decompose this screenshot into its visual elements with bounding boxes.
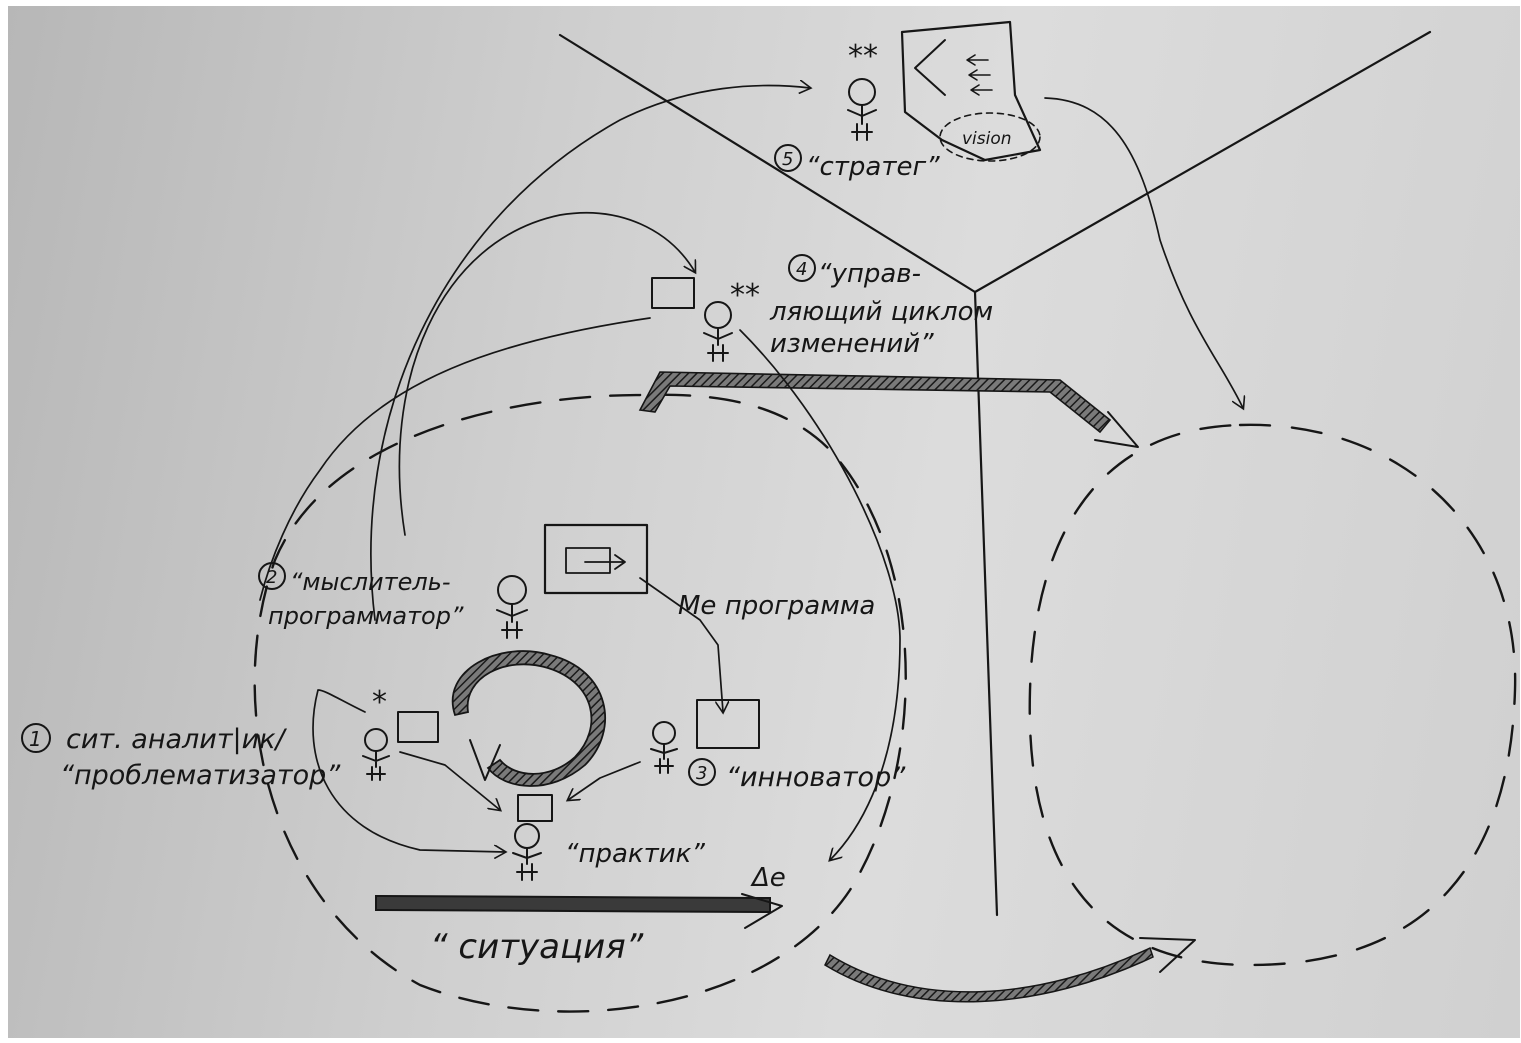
figure-thinker [496,575,528,639]
figure-change-manager [703,301,733,362]
change-manager-label-line3: изменений” [770,329,934,359]
analyst-label-line2: “проблематизатор” [60,760,341,791]
strategist-stars: ** [848,39,878,74]
situation-label: “ ситуация” [430,927,644,967]
program-label: Ме программа [678,591,875,621]
hatched-arrows [375,371,1196,1003]
paper-background [8,6,1520,1038]
current-situation-dashed-loop [253,393,907,1013]
analyst-stars: * [372,685,387,720]
delta-label: Δe [750,863,786,893]
strategist-number: 5 [782,149,793,170]
thinker-number: 2 [266,567,277,588]
future-situation-dashed-loop [1028,423,1517,967]
number-circles [21,144,816,786]
innovator-number: 3 [696,763,707,784]
innovator-label: “инноватор” [726,762,906,793]
cycle-arrow [451,650,606,787]
program-box-outer [543,523,649,595]
analyst-label-line1: сит. аналит|ик/ [66,724,288,755]
figure-strategist [847,78,877,141]
vision-label: vision [962,129,1012,149]
change-manager-label-line2: ляющий циклом [769,297,993,327]
practitioner-label: “практик” [565,839,705,869]
figure-analyst [362,728,390,781]
figure-practitioner [512,823,542,881]
change-manager-stars: ** [730,278,760,313]
change-manager-label-line1: “управ- [818,259,921,289]
screens [397,20,1042,822]
thinker-label-line2: программатор” [268,602,464,630]
connector-arrows [259,86,1243,860]
thinker-label-line1: “мыслитель- [290,568,451,596]
figure-innovator [650,721,678,774]
change-manager-number: 4 [796,259,807,280]
analyst-number: 1 [29,727,42,751]
strategist-label: “стратег” [806,152,940,182]
vision-board [900,20,1042,162]
y-frame-lines [558,30,1432,917]
